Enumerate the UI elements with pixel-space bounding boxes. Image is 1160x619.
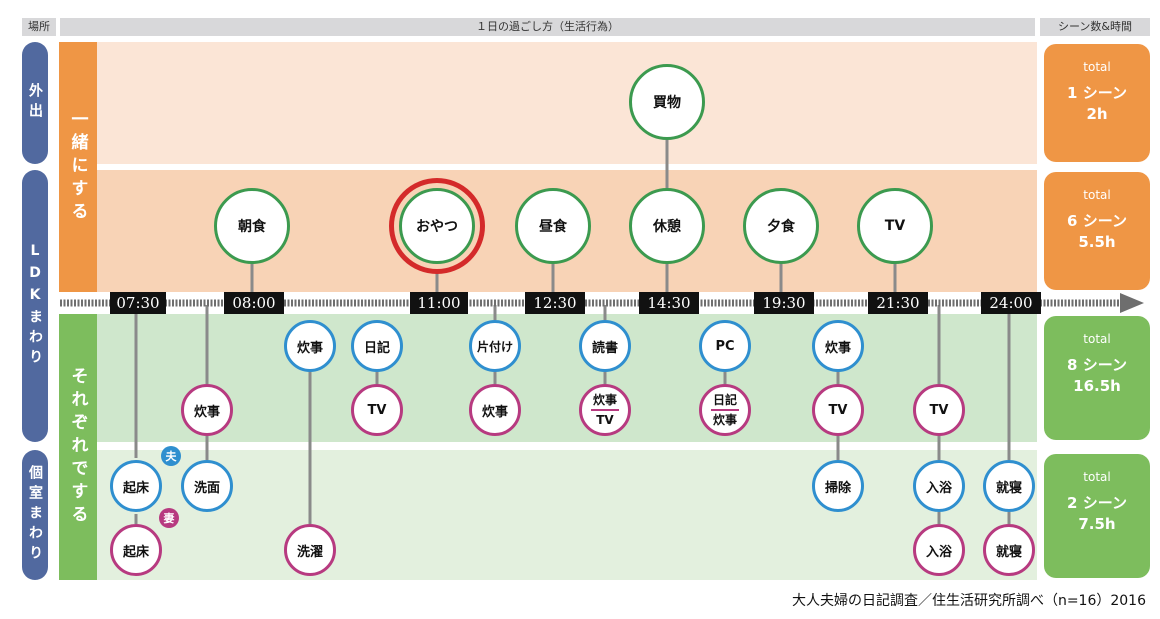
node-nyuyoku-1: 入浴 [913, 460, 965, 512]
summary-outside-hours: 2h [1086, 105, 1108, 123]
combo-1-bottom: TV [596, 413, 614, 427]
node-soji: 掃除 [812, 460, 864, 512]
place-outside-label: 外出 [27, 83, 43, 123]
node-tv-2: TV [812, 384, 864, 436]
summary-ldk-separate-scenes: 8 シーン [1067, 356, 1127, 374]
place-private [22, 450, 48, 580]
summary-ldk-separate: total 8 シーン 16.5h [1044, 316, 1150, 440]
wife-tag: 妻 [159, 508, 179, 528]
time-2400: 24:00 [981, 292, 1041, 314]
activity-together-label: 一緒にする [67, 109, 88, 225]
activity-separate-label: それぞれでする [67, 366, 88, 528]
node-suiji-2: 炊事 [181, 384, 233, 436]
header-activity: １日の過ごし方（生活行為） [60, 18, 1035, 36]
summary-ldk-separate-hours: 16.5h [1073, 377, 1121, 395]
summary-ldk-together-total: total [1083, 188, 1111, 202]
summary-outside: total 1 シーン 2h [1044, 44, 1150, 162]
node-kisho-husband: 起床 [110, 460, 162, 512]
node-nikki-1: 日記 [351, 320, 403, 372]
node-sengan: 洗面 [181, 460, 233, 512]
node-pc: PC [699, 320, 751, 372]
time-0730: 07:30 [110, 292, 166, 314]
node-oyatsu: おやつ [399, 188, 475, 264]
summary-outside-total: total [1083, 60, 1111, 74]
combo-2-divider [711, 409, 739, 411]
place-outside [22, 42, 48, 164]
source-credit: 大人夫婦の日記調査／住生活研究所調べ（n=16）2016 [791, 593, 1146, 609]
node-suiji-1: 炊事 [284, 320, 336, 372]
summary-ldk-together-scenes: 6 シーン [1067, 212, 1127, 230]
summary-ldk-separate-total: total [1083, 332, 1111, 346]
time-1930: 19:30 [754, 292, 814, 314]
summary-ldk-together-hours: 5.5h [1078, 233, 1116, 251]
node-tv-3: TV [913, 384, 965, 436]
node-breakfast: 朝食 [214, 188, 290, 264]
activity-separate [59, 314, 97, 580]
time-1430: 14:30 [639, 292, 699, 314]
place-private-label: 個室まわり [27, 465, 43, 565]
place-ldk-label: LDKまわり [27, 243, 43, 369]
place-ldk [22, 170, 48, 442]
summary-private: total 2 シーン 7.5h [1044, 454, 1150, 578]
band-ldk-separate [97, 314, 1037, 442]
combo-2-bottom: 炊事 [712, 413, 737, 427]
node-nyuyoku-2: 入浴 [913, 524, 965, 576]
time-1230: 12:30 [525, 292, 585, 314]
node-dinner: 夕食 [743, 188, 819, 264]
activity-together [59, 42, 97, 292]
node-shushin-2: 就寝 [983, 524, 1035, 576]
time-2130: 21:30 [868, 292, 928, 314]
summary-private-hours: 7.5h [1078, 515, 1116, 533]
combo-1-top: 炊事 [592, 393, 617, 407]
node-shushin-1: 就寝 [983, 460, 1035, 512]
summary-ldk-together: total 6 シーン 5.5h [1044, 172, 1150, 290]
node-combo-1: 炊事 TV [579, 384, 631, 436]
husband-tag: 夫 [161, 446, 181, 466]
header-place: 場所 [22, 18, 56, 36]
node-kisho-wife: 起床 [110, 524, 162, 576]
node-sentaku: 洗濯 [284, 524, 336, 576]
node-suiji-3: 炊事 [812, 320, 864, 372]
header-summary: シーン数&時間 [1040, 18, 1150, 36]
band-outside [97, 42, 1037, 164]
node-tv-together: TV [857, 188, 933, 264]
node-katazuke: 片付け [469, 320, 521, 372]
node-suiji-4: 炊事 [469, 384, 521, 436]
time-1100: 11:00 [410, 292, 468, 314]
node-combo-2: 日記 炊事 [699, 384, 751, 436]
node-dokusho: 読書 [579, 320, 631, 372]
summary-outside-scenes: 1 シーン [1067, 84, 1127, 102]
band-private [97, 450, 1037, 580]
time-0800: 08:00 [224, 292, 284, 314]
node-rest: 休憩 [629, 188, 705, 264]
node-kaimono: 買物 [629, 64, 705, 140]
combo-1-divider [591, 409, 619, 411]
highlight-ring [389, 178, 485, 274]
node-lunch: 昼食 [515, 188, 591, 264]
node-tv-1: TV [351, 384, 403, 436]
summary-private-scenes: 2 シーン [1067, 494, 1127, 512]
combo-2-top: 日記 [712, 393, 737, 407]
summary-private-total: total [1083, 470, 1111, 484]
